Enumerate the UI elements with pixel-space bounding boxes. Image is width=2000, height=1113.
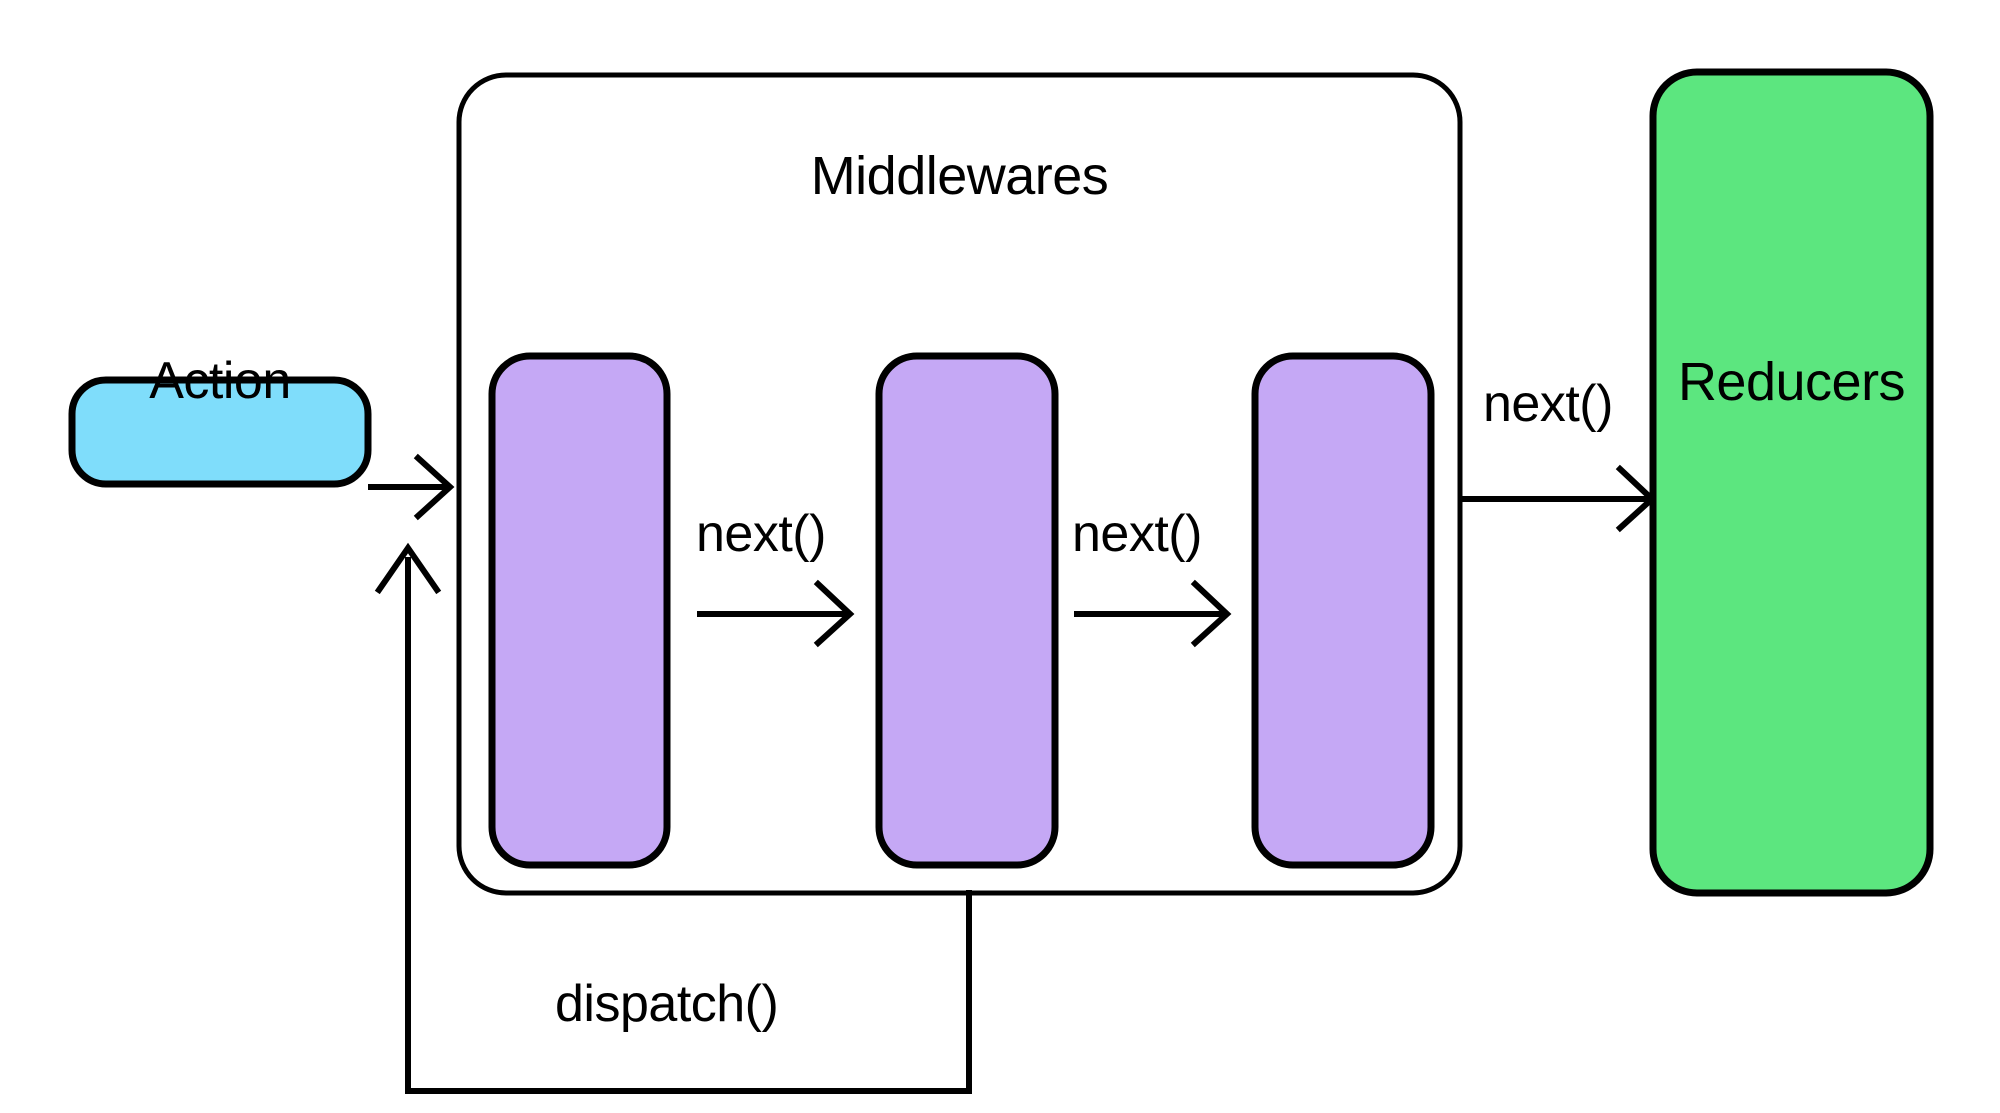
edge-label-next-1: next() (696, 505, 826, 563)
arrow-next-1 (697, 579, 855, 648)
middlewares-label: Middlewares (810, 146, 1109, 206)
arrow-next-2 (1074, 579, 1232, 648)
edge-label-next-2: next() (1072, 505, 1202, 563)
reducers-node[interactable] (1649, 68, 1934, 897)
middleware-box-1[interactable] (488, 352, 671, 869)
action-node[interactable] (68, 376, 372, 488)
middleware-box-3[interactable] (1251, 352, 1435, 869)
arrow-dispatch-loop (374, 542, 972, 1094)
reducers-label: Reducers (1677, 352, 1906, 412)
arrow-action-to-middlewares (368, 453, 455, 521)
edge-label-next-3: next() (1483, 375, 1613, 433)
arrow-next-3 (1460, 464, 1657, 533)
middleware-box-2[interactable] (875, 352, 1059, 869)
edge-label-dispatch: dispatch() (555, 975, 779, 1033)
action-label: Action (149, 352, 291, 410)
